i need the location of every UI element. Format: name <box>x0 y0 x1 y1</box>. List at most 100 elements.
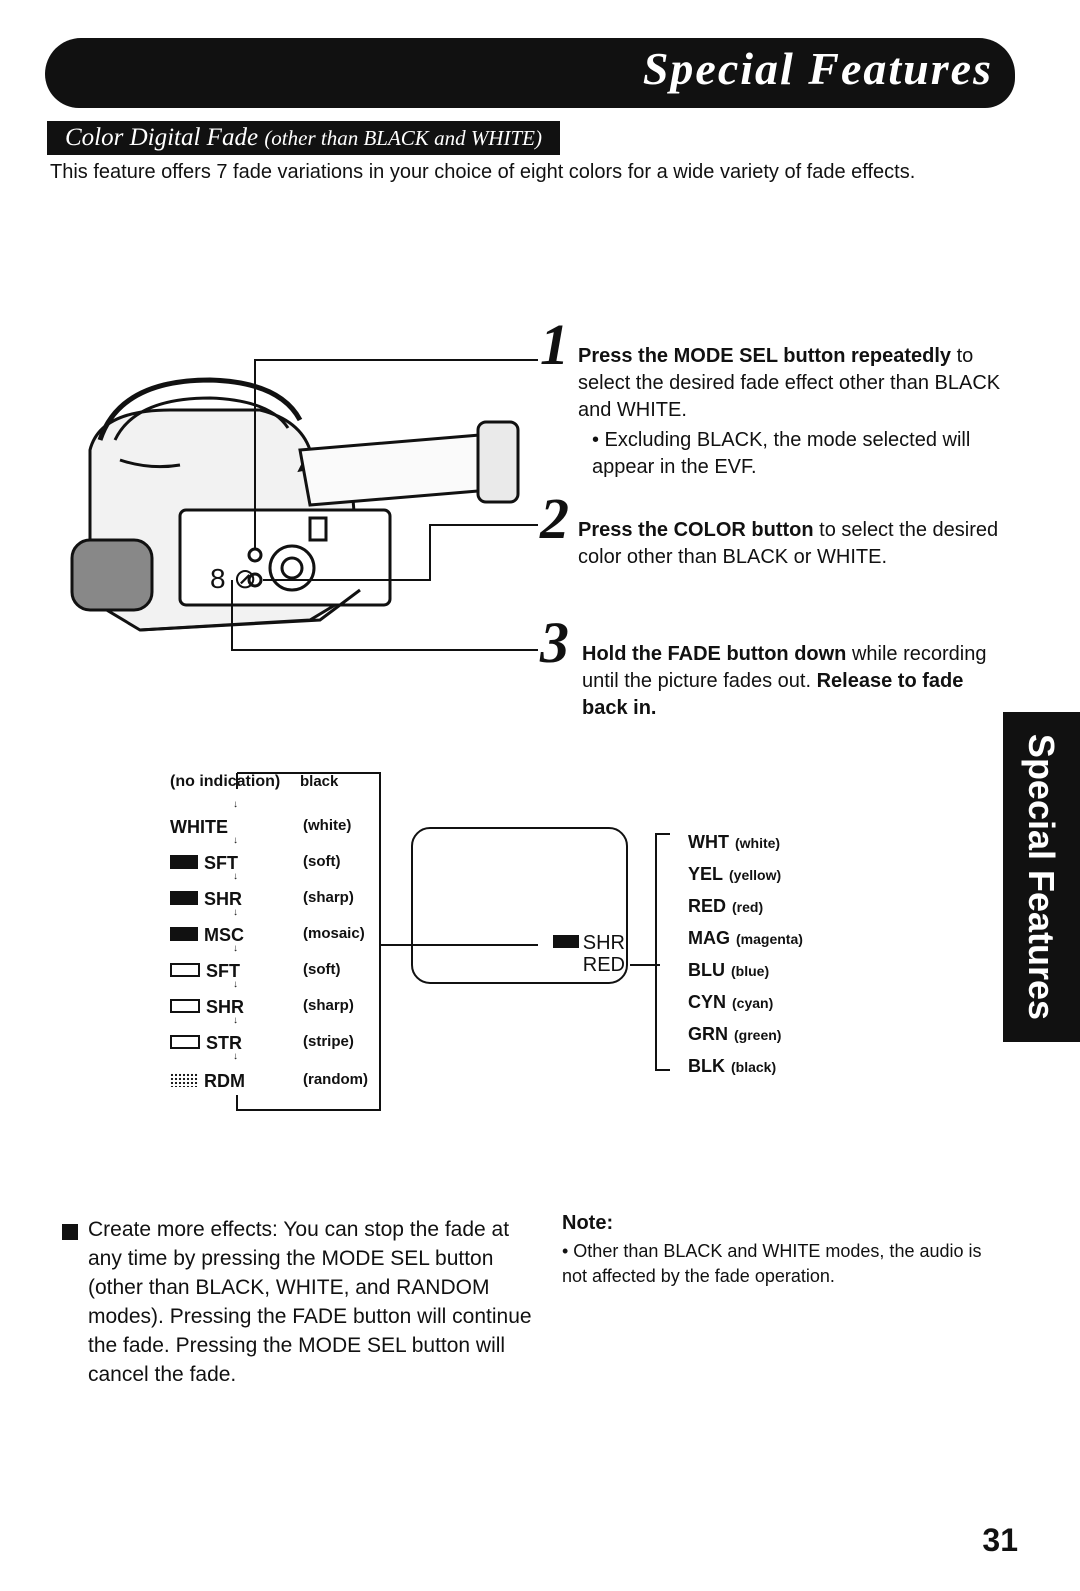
mode-row: STR (stripe) <box>170 1033 385 1063</box>
svg-text:↓: ↓ <box>233 799 238 810</box>
color-code: BLU <box>688 960 725 980</box>
mode-row: SFT (soft) <box>170 853 385 883</box>
svg-text:↓: ↓ <box>233 907 238 918</box>
color-row: BLU (blue) <box>688 960 769 981</box>
mode-desc: (white) <box>303 817 352 834</box>
mode-row: RDM (random) <box>170 1071 385 1101</box>
step-number: 2 <box>540 486 569 551</box>
section-subtitle: (other than BLACK and WHITE) <box>264 126 542 150</box>
color-desc: (white) <box>734 835 781 851</box>
solid-wipe-icon <box>170 891 198 906</box>
svg-text:↓: ↓ <box>233 979 238 990</box>
color-desc: (red) <box>732 899 764 915</box>
color-code: RED <box>688 896 727 916</box>
mode-sequence: (no indication) black WHITE (white) SFT … <box>170 773 385 1113</box>
step-number: 3 <box>540 610 569 675</box>
side-tab-label: Special Features <box>1021 733 1062 1021</box>
color-desc: (yellow) <box>729 867 782 883</box>
color-code: BLK <box>688 1056 725 1076</box>
step-text: while recording until the picture fades … <box>582 643 987 692</box>
svg-text:8 ⊘: 8 ⊘ <box>210 563 257 594</box>
color-row: GRN (green) <box>688 1024 781 1045</box>
mode-row: SHR (sharp) <box>170 889 385 919</box>
color-desc: (blue) <box>731 963 770 979</box>
solid-wipe-icon <box>170 855 198 870</box>
svg-text:↓: ↓ <box>233 943 238 954</box>
section-title: Color Digital Fade <box>65 124 259 151</box>
color-code: CYN <box>688 992 727 1012</box>
color-desc: (black) <box>731 1059 777 1075</box>
mode-label: SHR <box>206 997 245 1017</box>
color-row: CYN (cyan) <box>688 992 773 1013</box>
step-text: to select the desired color other than B… <box>578 519 999 568</box>
mode-desc: (soft) <box>303 853 341 870</box>
mode-label: MSC <box>204 925 244 945</box>
mode-desc: (sharp) <box>303 889 354 906</box>
svg-text:↓: ↓ <box>233 835 238 846</box>
mode-row: WHITE (white) <box>170 817 385 847</box>
color-row: YEL (yellow) <box>688 864 781 885</box>
step-bold: Press the COLOR button <box>578 519 814 541</box>
color-row: BLK (black) <box>688 1056 776 1077</box>
evf-mode: SHR <box>582 932 625 954</box>
mode-row: SFT (soft) <box>170 961 385 991</box>
color-row: RED (red) <box>688 896 763 917</box>
header-banner: Special Features <box>45 38 1015 108</box>
mode-label: SFT <box>206 961 240 981</box>
step-bold: Hold the FADE button down <box>582 643 847 665</box>
mode-label: SFT <box>204 853 238 873</box>
color-desc: (cyan) <box>732 995 774 1011</box>
mode-desc: (mosaic) <box>303 925 365 942</box>
mode-row: (no indication) black <box>170 773 385 803</box>
color-list: WHT (white) YEL (yellow) RED (red) MAG(mage… <box>688 832 888 1082</box>
mode-row: MSC (mosaic) <box>170 925 385 955</box>
color-code: GRN <box>688 1024 728 1044</box>
mode-desc: (sharp) <box>303 997 354 1014</box>
evf-display-diagram <box>380 827 660 984</box>
mode-desc: black <box>300 773 339 790</box>
mode-label: SHR <box>204 889 243 909</box>
mode-label: WHITE <box>170 817 228 837</box>
color-list-bracket <box>655 833 670 1071</box>
mode-label: (no indication) <box>170 773 281 790</box>
mode-row: SHR (sharp) <box>170 997 385 1027</box>
dots-icon <box>170 1073 198 1088</box>
color-desc: (green) <box>734 1027 782 1043</box>
square-bullet-icon <box>62 1224 78 1240</box>
color-row: WHT (white) <box>688 832 780 853</box>
note-block: Note: • Other than BLACK and WHITE modes… <box>562 1212 1002 1289</box>
more-effects-block: Create more effects: You can stop the fa… <box>62 1215 532 1389</box>
page-title: Special Features <box>642 43 993 94</box>
svg-text:↓: ↓ <box>233 1015 238 1026</box>
color-code: WHT <box>688 832 729 852</box>
step-bold: Press the MODE SEL button repeatedly <box>578 345 952 367</box>
solid-wipe-icon <box>170 927 198 942</box>
page-number: 31 <box>982 1522 1018 1558</box>
solid-wipe-icon <box>552 935 579 949</box>
step-bold-2: Release to fade back in. <box>582 670 964 719</box>
mode-desc: (soft) <box>303 961 341 978</box>
svg-text:↓: ↓ <box>233 1051 238 1062</box>
more-effects-text: Create more effects: You can stop the fa… <box>88 1218 532 1386</box>
intro-text: This feature offers 7 fade variations in… <box>50 161 916 183</box>
mode-label: RDM <box>204 1071 245 1091</box>
mode-cycle-arrows: ↓ ↓ ↓ ↓ ↓ ↓ ↓ ↓ <box>233 772 381 1111</box>
color-row: MAG(magenta) <box>688 928 803 949</box>
evf-color: RED <box>582 954 625 976</box>
svg-text:↓: ↓ <box>233 871 238 882</box>
outline-wipe-icon <box>170 999 200 1014</box>
mode-desc: (stripe) <box>303 1033 354 1050</box>
camcorder-illustration: 8 ⊘ <box>70 359 538 651</box>
color-code: YEL <box>688 864 724 884</box>
outline-wipe-icon <box>170 963 200 978</box>
step-text: to select the desired fade effect other … <box>578 345 1001 421</box>
note-text: • Other than BLACK and WHITE modes, the … <box>562 1241 982 1286</box>
side-tab: Special Features <box>1003 712 1080 1042</box>
outline-wipe-icon <box>170 1035 200 1050</box>
section-heading: Color Digital Fade (other than BLACK and… <box>47 121 560 155</box>
note-title: Note: <box>562 1212 614 1234</box>
evf-display-readout: SHR RED <box>545 932 625 976</box>
mode-desc: (random) <box>303 1071 368 1088</box>
color-code: MAG <box>688 928 730 948</box>
step-bullet: • Excluding BLACK, the mode selected wil… <box>592 429 971 478</box>
